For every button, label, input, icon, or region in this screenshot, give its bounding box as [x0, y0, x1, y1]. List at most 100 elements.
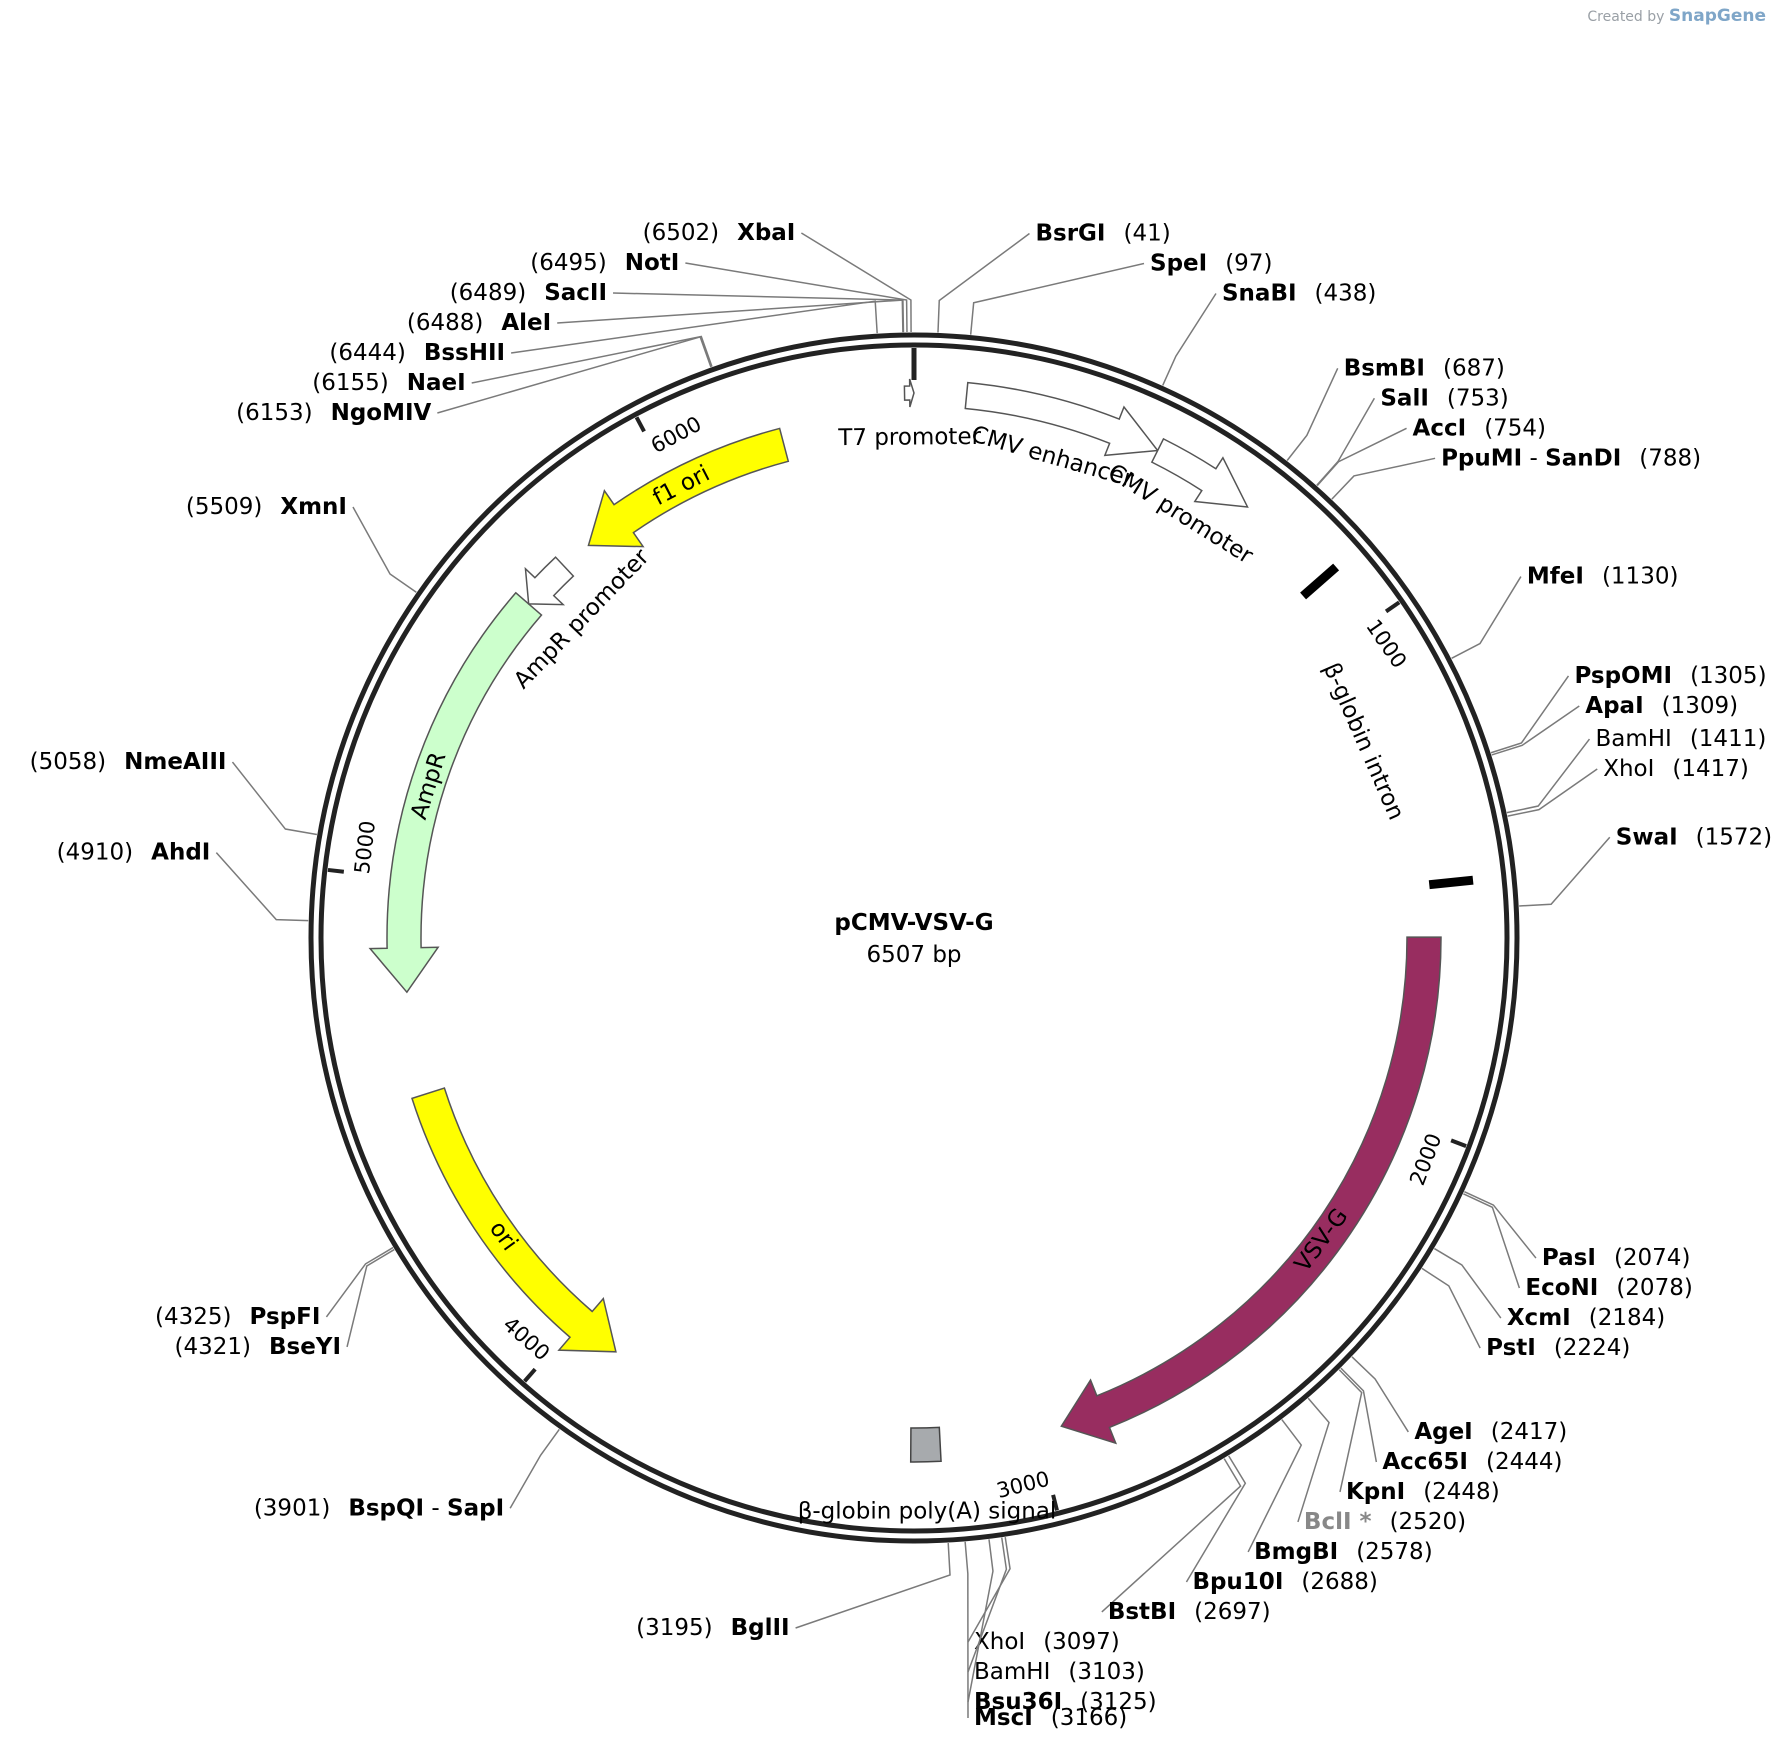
site-ngomiv: (6153)NgoMIV	[236, 335, 712, 426]
site-leader-line	[1340, 1367, 1378, 1463]
site-bcli: BclI *(2520)	[1297, 1397, 1466, 1535]
tick-label: 1000	[1361, 615, 1411, 673]
feature-globin-intron-bracket	[1300, 563, 1340, 600]
site-position: (753)	[1447, 385, 1509, 411]
plasmid-name: pCMV-VSV-G	[834, 910, 993, 936]
site-position: (97)	[1225, 250, 1272, 276]
site-enzyme-name: Acc65I	[1382, 1449, 1468, 1475]
site-kpni: KpnI(2448)	[1338, 1369, 1500, 1505]
site-spei: SpeI (97)	[969, 250, 1272, 335]
site-position: (1411)	[1690, 726, 1766, 752]
site-leader-line	[1316, 427, 1407, 487]
site-label: (4910)AhdI	[57, 840, 211, 866]
site-position: (2078)	[1616, 1275, 1692, 1301]
site-swai: SwaI(1572)	[1519, 824, 1772, 907]
site-position: (2688)	[1301, 1569, 1377, 1595]
site-leader-line	[1162, 293, 1217, 386]
tick-label: 4000	[498, 1312, 554, 1365]
site-enzyme-name: AgeI	[1414, 1419, 1472, 1445]
site-psti: PstI(2224)	[1421, 1267, 1630, 1361]
site-leader-line	[685, 262, 908, 333]
site-label: XhoI(1417)	[1603, 756, 1749, 782]
site-position: (2448)	[1423, 1479, 1499, 1505]
site-label: (3195)BglII	[636, 1615, 789, 1641]
site-bseyi: (4321)BseYI	[175, 1248, 395, 1360]
site-bspqi-sapi: (3901)BspQI - SapI	[254, 1428, 560, 1521]
site-label: (6155)NaeI	[312, 370, 465, 396]
site-label: MscI(3166)	[974, 1705, 1127, 1731]
site-label: BamHI(3103)	[974, 1659, 1145, 1685]
site-enzyme-name: MscI	[974, 1705, 1033, 1731]
site-msci: MscI(3166)	[964, 1541, 1127, 1731]
site-leader-line	[1433, 1247, 1502, 1319]
site-leader-line	[1451, 576, 1522, 660]
site-enzyme-name: SwaI	[1616, 824, 1678, 850]
feature-t7-promoter	[903, 378, 915, 408]
site-leader-line	[800, 232, 912, 333]
site-enzyme-name: SpeI	[1150, 250, 1207, 276]
site-enzyme-name: BseYI	[269, 1334, 341, 1360]
plasmid-length: 6507 bp	[866, 942, 961, 968]
site-label: XcmI(2184)	[1507, 1305, 1665, 1331]
site-leader-line	[511, 300, 878, 354]
site-leader-line	[937, 232, 1030, 333]
site-label: (6502)XbaI	[643, 220, 796, 246]
site-position: (6495)	[530, 250, 606, 276]
tick-label: 2000	[1405, 1130, 1446, 1188]
backbone-outer	[308, 332, 1520, 1544]
site-pspfi: (4325) PspFI	[155, 1246, 394, 1330]
tick-mark	[523, 1367, 537, 1383]
site-bmgbi: BmgBI(2578)	[1247, 1419, 1433, 1565]
site-enzyme-name: MfeI	[1527, 564, 1584, 590]
feature-cmv-promoter	[1150, 437, 1249, 508]
site-bsu36i: Bsu36I(3125)	[967, 1539, 1157, 1715]
site-ahdi: (4910)AhdI	[57, 840, 309, 922]
site-enzyme-name: PspFI	[250, 1304, 321, 1330]
site-snabi: SnaBI(438)	[1162, 280, 1376, 386]
site-position: (2520)	[1390, 1509, 1466, 1535]
site-enzyme-name: XhoI	[1603, 756, 1654, 782]
site-label: PasI(2074)	[1542, 1245, 1691, 1271]
site-bglii: (3195)BglII	[636, 1542, 951, 1641]
site-enzyme-name: BstBI	[1108, 1599, 1176, 1625]
site-position: (41)	[1123, 220, 1170, 246]
feature-globin-intron-label: β-globin intron	[1318, 659, 1409, 824]
site-label: Acc65I(2444)	[1382, 1449, 1562, 1475]
site-enzyme-name: SnaBI	[1222, 280, 1297, 306]
site-enzyme-name: ApaI	[1585, 693, 1643, 719]
site-position: (3901)	[254, 1495, 330, 1521]
site-leader-line	[1464, 1190, 1537, 1259]
site-xhoi: XhoI(1417)	[1507, 756, 1749, 817]
site-leader-line	[1491, 705, 1580, 756]
site-leader-line	[969, 262, 1145, 335]
site-position: (3097)	[1043, 1629, 1119, 1655]
site-label: MfeI(1130)	[1527, 564, 1679, 590]
site-label: (6444)BssHII	[329, 340, 505, 366]
site-xmni: (5509)XmnI	[186, 494, 417, 593]
site-position: (2578)	[1356, 1539, 1432, 1565]
site-enzyme-name: XbaI	[737, 220, 795, 246]
site-position: (4910)	[57, 840, 133, 866]
site-enzyme-name: NaeI	[407, 370, 466, 396]
site-leader-line	[1351, 1356, 1409, 1433]
site-label: (6495) NotI	[530, 250, 679, 276]
site-label: SpeI (97)	[1150, 250, 1272, 276]
site-enzyme-name: NgoMIV	[331, 400, 432, 426]
site-leader-line	[1463, 1193, 1521, 1289]
site-position: (4325)	[155, 1304, 231, 1330]
site-leader-line	[231, 761, 318, 836]
site-leader-line	[1297, 1397, 1330, 1523]
site-position: (788)	[1639, 445, 1701, 471]
tick-mark	[1051, 1494, 1059, 1511]
site-bstbi: BstBI(2697)	[1101, 1458, 1271, 1625]
site-apai: ApaI(1309)	[1491, 693, 1738, 756]
site-econi: EcoNI(2078)	[1463, 1193, 1693, 1301]
feature-cmv-enhancer	[964, 381, 1160, 457]
site-leader-line	[795, 1542, 951, 1629]
site-label: PstI(2224)	[1486, 1335, 1630, 1361]
site-position: (1305)	[1690, 663, 1766, 689]
site-enzyme-name: BglII	[731, 1615, 790, 1641]
site-enzyme-name: BsrGI	[1035, 220, 1105, 246]
site-enzyme-name: NotI	[625, 250, 680, 276]
